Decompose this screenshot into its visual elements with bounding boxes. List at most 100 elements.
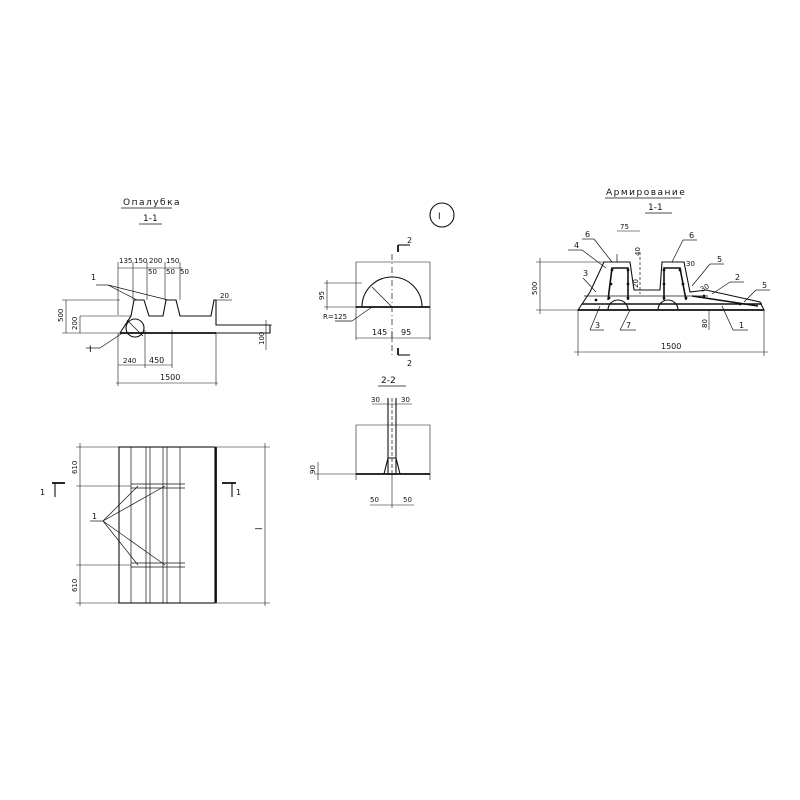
mark-3a-leader <box>582 277 597 293</box>
bar-dot <box>681 282 685 286</box>
mark-6a: 6 <box>585 230 590 239</box>
detail-I-dim-95-vertical: 95 <box>318 291 326 300</box>
mark-7: 7 <box>626 321 631 330</box>
formwork-callout-I: I <box>89 345 92 355</box>
mark-7-leader <box>619 309 631 331</box>
formwork-subdim-50a: 50 <box>148 268 157 276</box>
formwork-round-hole <box>125 318 145 338</box>
mark-5b-leader <box>743 289 757 303</box>
plan-dim-610-bottom: 610 <box>71 579 79 592</box>
plan-callout-1-leader-c <box>102 520 139 566</box>
formwork-subdim-50c: 50 <box>180 268 189 276</box>
bar-dot <box>702 294 706 298</box>
reinforcement-dim-40: 40 <box>634 247 642 256</box>
formwork-callout-1-leader-a <box>107 284 138 301</box>
bar-dot <box>678 268 682 272</box>
mark-5b: 5 <box>762 281 767 290</box>
reinforcement-dim-80: 80 <box>701 319 709 328</box>
plan-hooks-bottom <box>131 562 185 568</box>
detail-I-dim-145: 145 <box>372 328 387 337</box>
mark-1-leader <box>721 305 734 331</box>
section-22-title: 2-2 <box>381 376 396 386</box>
reinforcement-slope-bar <box>691 295 759 307</box>
bar-dot <box>738 302 742 306</box>
mark-3a: 3 <box>583 269 588 278</box>
bar-dot <box>662 268 666 272</box>
section-22-dim-30-left: 30 <box>371 396 380 404</box>
detail-I-cut-bottom: 2 <box>407 359 412 368</box>
formwork-dim-100: 100 <box>258 332 266 345</box>
formwork-subdim-50b: 50 <box>166 268 175 276</box>
bar-dot <box>626 282 630 286</box>
section-22-dim-30-right: 30 <box>401 396 410 404</box>
formwork-view: Опалубка 1-1 135 150 200 150 50 50 50 20… <box>57 198 272 386</box>
detail-I-view: I 2 2 95 R=125 145 95 <box>318 202 455 368</box>
formwork-title: Опалубка <box>123 198 181 208</box>
mark-4-leader <box>581 249 607 269</box>
formwork-dim-150b: 150 <box>166 257 179 265</box>
detail-I-radius: R=125 <box>323 313 347 321</box>
detail-I-label: I <box>438 212 441 222</box>
reinforcement-section-label: 1-1 <box>648 203 663 213</box>
reinforcement-dim-75: 75 <box>620 223 629 231</box>
bar-dot <box>609 282 613 286</box>
reinforcement-dim-20: 20 <box>632 279 640 288</box>
formwork-dim-1500: 1500 <box>160 373 180 382</box>
formwork-dim-450: 450 <box>149 356 164 365</box>
reinforcement-dim-1500: 1500 <box>661 342 681 351</box>
formwork-callout-I-leader <box>99 331 125 349</box>
reinforcement-hole-left <box>607 299 629 311</box>
detail-I-radius-line <box>371 286 393 308</box>
formwork-callout-1-leader-b <box>107 284 169 301</box>
detail-I-cut-top: 2 <box>407 236 412 245</box>
formwork-dim-200: 200 <box>149 257 162 265</box>
bar-dot <box>610 268 614 272</box>
detail-I-radius-leader <box>351 306 373 322</box>
plan-dim-610-top: 610 <box>71 461 79 474</box>
formwork-profile <box>118 299 271 334</box>
formwork-dim-500: 500 <box>57 309 65 322</box>
bar-dot <box>662 282 666 286</box>
reinforcement-dim-30: 30 <box>686 260 695 268</box>
mark-5-leader <box>691 263 711 287</box>
plan-section-mark-left: 1 <box>40 488 45 497</box>
detail-I-semicircle <box>361 276 423 308</box>
formwork-section-label: 1-1 <box>143 214 158 224</box>
mark-6b: 6 <box>689 231 694 240</box>
section-22-dim-50-left: 50 <box>370 496 379 504</box>
plan-dim-l: l <box>255 527 265 530</box>
bar-dot <box>662 296 666 300</box>
mark-3b: 3 <box>595 321 600 330</box>
plan-hooks-top <box>131 483 185 489</box>
formwork-dim-150a: 150 <box>134 257 147 265</box>
plan-callout-1-leader-a <box>102 485 139 522</box>
reinforcement-dim-500: 500 <box>531 282 539 295</box>
plan-callout-1: 1 <box>92 512 97 521</box>
mark-1: 1 <box>739 321 744 330</box>
formwork-dim-20: 20 <box>220 292 229 300</box>
mark-3b-leader <box>589 305 601 331</box>
mark-4: 4 <box>574 241 579 250</box>
plan-callout-1-leader-b <box>102 485 166 522</box>
formwork-dim-200: 200 <box>71 317 79 330</box>
reinforcement-title: Армирование <box>606 188 686 198</box>
reinforcement-dim-30b: 30 <box>699 282 711 293</box>
mark-2: 2 <box>735 273 740 282</box>
bar-dot <box>626 268 630 272</box>
detail-I-marker <box>429 202 455 228</box>
formwork-dim-240: 240 <box>123 357 136 365</box>
section-22-dim-50-right: 50 <box>403 496 412 504</box>
mark-5: 5 <box>717 255 722 264</box>
mark-2-leader <box>711 281 731 295</box>
plan-view: 610 610 l 1 1 1 <box>40 443 270 606</box>
formwork-callout-1: 1 <box>91 273 96 282</box>
reinforcement-bar-dots <box>594 268 742 306</box>
bar-dot <box>626 296 630 300</box>
plan-section-mark-right: 1 <box>236 488 241 497</box>
formwork-dim-135: 135 <box>119 257 132 265</box>
detail-I-dim-95: 95 <box>401 328 411 337</box>
mark-6a-leader <box>593 238 613 263</box>
section-22-dim-90: 90 <box>309 465 317 474</box>
